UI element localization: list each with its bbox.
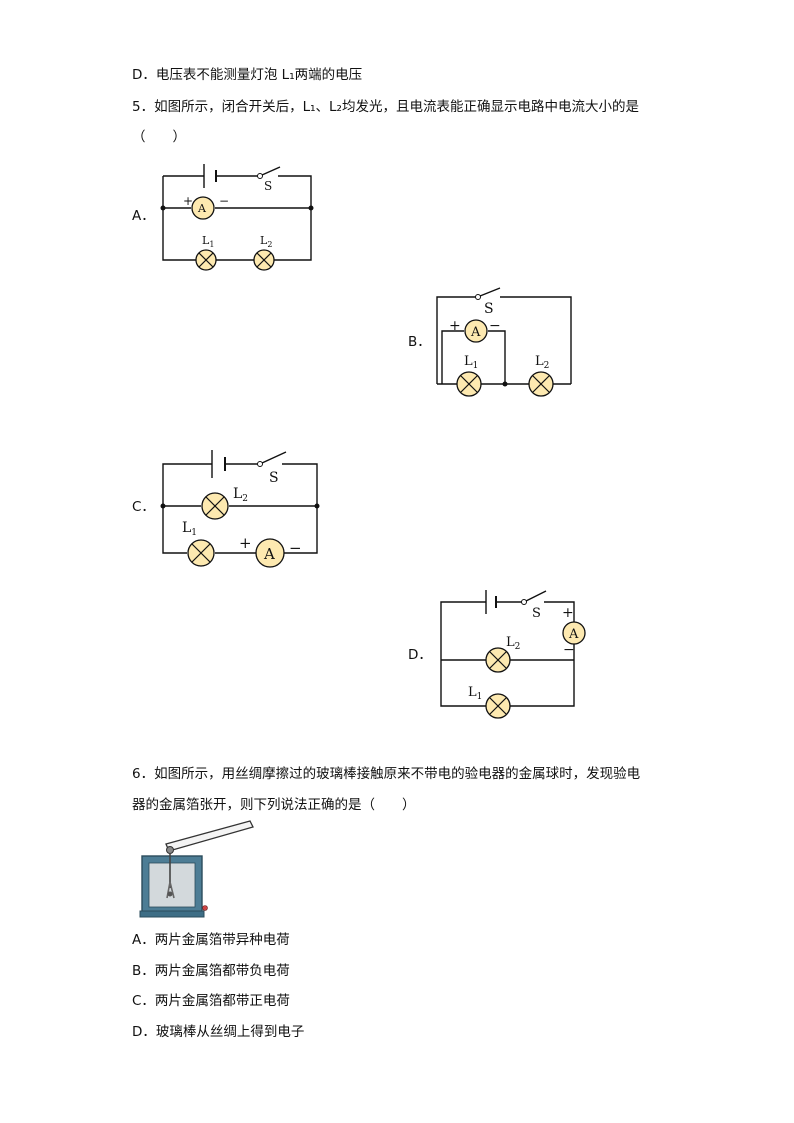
metal-foil-right bbox=[169, 881, 175, 899]
lamp-l1-label: L1 bbox=[468, 685, 482, 702]
lamp-l2 bbox=[528, 371, 554, 397]
ammeter-minus: − bbox=[219, 194, 229, 208]
glass-rod bbox=[165, 820, 254, 852]
switch-lever bbox=[525, 590, 547, 602]
ammeter-symbol: A bbox=[470, 325, 481, 340]
ammeter-plus: + bbox=[239, 534, 252, 552]
switch-pivot bbox=[475, 294, 481, 300]
lamp-l1-label: L1 bbox=[464, 354, 478, 371]
ammeter bbox=[464, 319, 488, 343]
q5-stem-line2: （ ） bbox=[132, 129, 186, 145]
switch-lever bbox=[261, 166, 281, 176]
q5-stem-line1: 5．如图所示，闭合开关后，L₁、L₂均发光，且电流表能正确显示电路中电流大小的是 bbox=[132, 99, 639, 115]
circuit-b: S A + − L1 L2 bbox=[436, 287, 572, 397]
circuit-d: S A + − L2 L1 bbox=[440, 590, 586, 719]
junction-dot bbox=[160, 205, 166, 211]
q5-option-a-label: A． bbox=[132, 208, 155, 224]
case-base bbox=[139, 910, 205, 918]
ammeter-plus: + bbox=[562, 605, 574, 621]
ammeter-minus: − bbox=[289, 539, 302, 557]
switch-label: S bbox=[269, 470, 279, 486]
q6-option-c: C．两片金属箔都带正电荷 bbox=[132, 993, 290, 1009]
ammeter-minus: − bbox=[563, 642, 575, 658]
junction-dot bbox=[308, 205, 314, 211]
metal-foil-left bbox=[166, 881, 171, 899]
ammeter bbox=[255, 538, 285, 568]
lamp-l1 bbox=[456, 371, 482, 397]
switch-lever bbox=[261, 451, 287, 464]
metal-ball bbox=[166, 846, 174, 854]
switch-pivot bbox=[257, 173, 263, 179]
q6-option-a: A．两片金属箔带异种电荷 bbox=[132, 932, 290, 948]
q5-option-d-label: D． bbox=[408, 647, 432, 663]
lamp-l2-label: L2 bbox=[535, 354, 549, 371]
ammeter-plus: + bbox=[183, 194, 193, 208]
ammeter-symbol: A bbox=[263, 545, 275, 563]
lamp-l2-label: L2 bbox=[506, 635, 520, 652]
q6-option-b: B．两片金属箔都带负电荷 bbox=[132, 963, 290, 979]
ammeter-symbol: A bbox=[197, 202, 207, 215]
foil-knob bbox=[167, 891, 173, 897]
ammeter bbox=[191, 196, 215, 220]
lamp-l1 bbox=[485, 693, 511, 719]
junction-dot bbox=[502, 381, 508, 387]
lamp-l2 bbox=[253, 249, 275, 271]
lamp-l2-label: L2 bbox=[260, 234, 272, 249]
switch-label: S bbox=[264, 179, 272, 193]
lamp-l1-label: L1 bbox=[202, 234, 214, 249]
ammeter-minus: − bbox=[489, 318, 501, 334]
switch-label: S bbox=[532, 606, 541, 621]
switch-pivot bbox=[521, 599, 527, 605]
switch-pivot bbox=[257, 461, 263, 467]
lamp-l1 bbox=[187, 539, 215, 567]
q6-stem-line1: 6．如图所示，用丝绸摩擦过的玻璃棒接触原来不带电的验电器的金属球时，发现验电 bbox=[132, 766, 641, 782]
switch-lever bbox=[479, 287, 501, 297]
lamp-l2-label: L2 bbox=[233, 486, 248, 504]
case-glass bbox=[148, 862, 196, 908]
lamp-l1 bbox=[195, 249, 217, 271]
switch-label: S bbox=[484, 301, 494, 317]
ammeter-symbol: A bbox=[568, 627, 579, 642]
q5-option-c-label: C． bbox=[132, 499, 155, 515]
circuit-a: S A + − L1 L2 bbox=[160, 164, 314, 271]
q6-stem-line2: 器的金属箔张开，则下列说法正确的是（ ） bbox=[132, 797, 416, 813]
lamp-l2 bbox=[201, 492, 229, 520]
side-knob bbox=[202, 905, 208, 911]
q5-option-b-label: B． bbox=[408, 334, 431, 350]
circuit-c: S L2 L1 A + − bbox=[160, 450, 320, 568]
lamp-l1-label: L1 bbox=[182, 520, 197, 538]
lamp-l2 bbox=[485, 647, 511, 673]
electroscope-figure bbox=[139, 820, 254, 918]
q4-option-d: D．电压表不能测量灯泡 L₁两端的电压 bbox=[132, 67, 363, 83]
ammeter-plus: + bbox=[449, 318, 461, 334]
q6-option-d: D．玻璃棒从丝绸上得到电子 bbox=[132, 1024, 305, 1040]
